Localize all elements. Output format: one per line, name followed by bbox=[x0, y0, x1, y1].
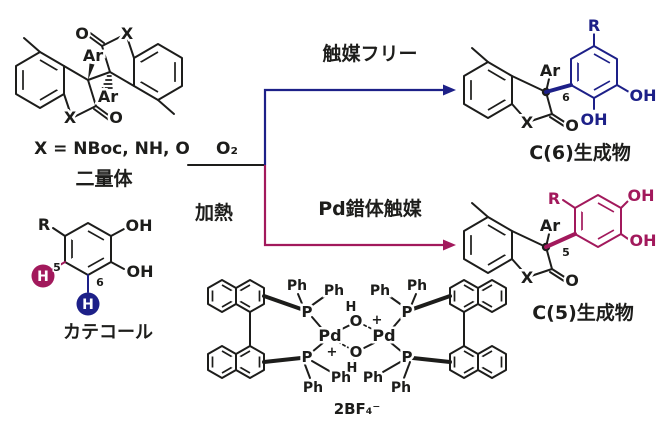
p-label: P bbox=[302, 348, 313, 366]
ph-label: Ph bbox=[303, 380, 323, 396]
ar-label: Ar bbox=[540, 216, 560, 235]
site-6-label: 6 bbox=[562, 91, 570, 104]
ph-label: Ph bbox=[287, 278, 307, 294]
bridge-h-label: H bbox=[346, 300, 357, 315]
oh-bond bbox=[110, 261, 125, 270]
ph-label: Ph bbox=[331, 370, 351, 386]
ph-label: Ph bbox=[407, 278, 427, 294]
solid-wedge bbox=[88, 63, 95, 80]
reaction-conditions: O₂ 加熱 bbox=[187, 139, 265, 224]
oh-bond bbox=[110, 228, 125, 237]
pathway-catalyst-free: 触媒フリー bbox=[263, 42, 456, 165]
h5-label: H bbox=[37, 269, 49, 285]
binaphthyl-left bbox=[207, 279, 303, 379]
oxidant-label: O₂ bbox=[216, 139, 238, 159]
r-label: R bbox=[548, 189, 560, 208]
methyl-bond bbox=[471, 202, 489, 218]
bridge-o-label: O bbox=[350, 343, 363, 361]
c5-product-structure: Ar X O 5 R OH OH C(5)生成物 bbox=[463, 184, 659, 324]
arrow-line bbox=[263, 165, 443, 247]
ar-label: Ar bbox=[540, 61, 560, 80]
r-bond bbox=[52, 227, 66, 237]
ph-label: Ph bbox=[363, 370, 383, 386]
h5-highlight-circle bbox=[31, 264, 55, 288]
oh-label: OH bbox=[126, 216, 153, 235]
site-5-label: 5 bbox=[562, 246, 570, 259]
c5-product-title: C(5)生成物 bbox=[532, 301, 634, 324]
dimer-structure: Ar Ar X O X O X = NBoc, NH, O 二量体 bbox=[15, 22, 190, 190]
h6-label: H bbox=[82, 297, 94, 313]
bridge-o-label: O bbox=[350, 312, 363, 330]
x-label: X bbox=[64, 108, 77, 127]
p-label: P bbox=[302, 303, 313, 321]
pd-label: Pd bbox=[318, 326, 341, 345]
arrowhead bbox=[443, 84, 456, 96]
binaphthyl-right bbox=[411, 279, 507, 379]
catechol-structure: H H 5 6 R OH OH カテコール bbox=[31, 213, 156, 343]
o-label: O bbox=[565, 116, 579, 135]
pd-label: Pd bbox=[372, 326, 395, 345]
plus-charge: + bbox=[372, 313, 383, 328]
aryl-coupling-bond bbox=[544, 232, 577, 249]
oh-label: OH bbox=[581, 110, 608, 129]
c3-c3-bond bbox=[87, 71, 111, 81]
ph-label: Ph bbox=[324, 283, 344, 299]
c5-h-bond bbox=[52, 261, 66, 270]
aryl-coupling-bond bbox=[544, 83, 573, 94]
dimer-substituent-note: X = NBoc, NH, O bbox=[34, 139, 190, 159]
pd-complex-structure: P P P P Pd Pd + + O O H H Ph Ph Ph Ph Ph… bbox=[207, 276, 507, 418]
o-label: O bbox=[109, 108, 123, 127]
catalyst-free-label: 触媒フリー bbox=[322, 42, 417, 65]
x-label: X bbox=[121, 24, 134, 43]
x-label: X bbox=[521, 113, 534, 132]
arrow-line bbox=[263, 88, 443, 165]
o-label: O bbox=[75, 24, 89, 43]
ar-label: Ar bbox=[83, 46, 103, 65]
catechol-title: カテコール bbox=[63, 322, 153, 343]
dimer-title: 二量体 bbox=[75, 167, 133, 190]
arrowhead bbox=[443, 239, 456, 251]
p-label: P bbox=[402, 303, 413, 321]
p-label: P bbox=[402, 348, 413, 366]
oh-label: OH bbox=[630, 86, 657, 105]
plus-charge: + bbox=[327, 345, 338, 360]
o-label: O bbox=[565, 271, 579, 290]
oh-label: OH bbox=[628, 186, 655, 205]
c6-product-structure: Ar X O 6 R OH OH C(6)生成物 bbox=[463, 14, 659, 164]
ar-label: Ar bbox=[98, 87, 118, 106]
methyl-bond bbox=[471, 47, 489, 63]
heat-label: 加熱 bbox=[194, 201, 233, 224]
r-label: R bbox=[588, 16, 600, 35]
ph-label: Ph bbox=[370, 283, 390, 299]
pathway-pd-catalyst: Pd錯体触媒 bbox=[263, 165, 456, 251]
oh-label: OH bbox=[630, 231, 657, 250]
pd-catalyst-label: Pd錯体触媒 bbox=[318, 197, 423, 220]
bridge-h-label: H bbox=[347, 361, 358, 376]
c6-product-title: C(6)生成物 bbox=[529, 141, 631, 164]
site-5-label: 5 bbox=[53, 261, 61, 274]
oh-label: OH bbox=[127, 262, 154, 281]
site-6-label: 6 bbox=[96, 276, 104, 289]
h6-highlight-circle bbox=[76, 292, 100, 316]
ph-label: Ph bbox=[391, 380, 411, 396]
r-label: R bbox=[38, 215, 50, 234]
hashed-wedge bbox=[101, 75, 113, 89]
x-label: X bbox=[521, 268, 534, 287]
counterion-label: 2BF₄⁻ bbox=[334, 400, 381, 418]
